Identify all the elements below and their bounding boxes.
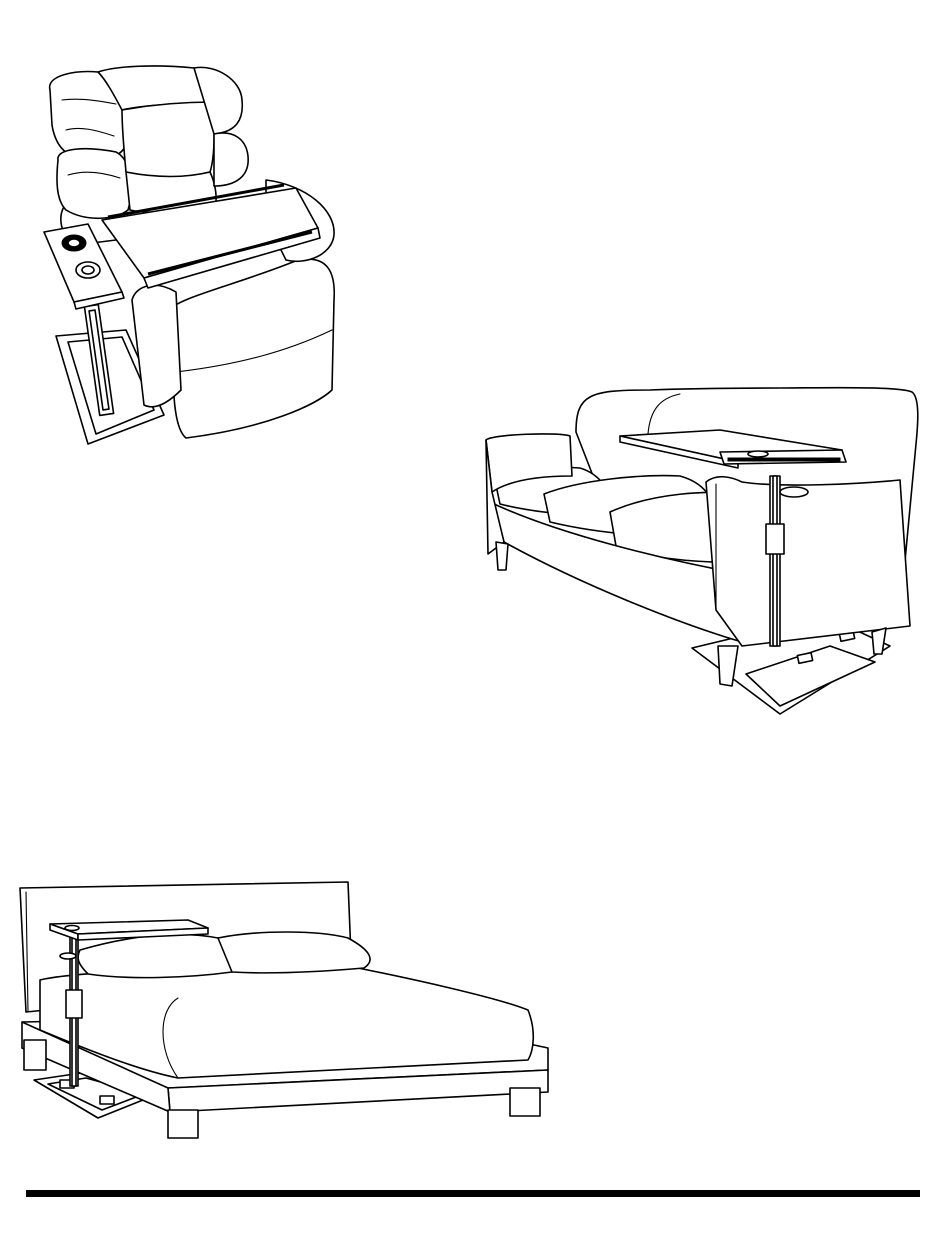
sofa-illustration <box>480 384 925 724</box>
page-rule <box>26 1190 920 1197</box>
bed-tray-table-icon <box>18 880 558 1142</box>
recliner-tray-table-icon <box>36 60 356 455</box>
bed-illustration <box>18 880 558 1142</box>
recliner-illustration <box>36 60 356 455</box>
sofa-tray-table-icon <box>480 384 925 724</box>
